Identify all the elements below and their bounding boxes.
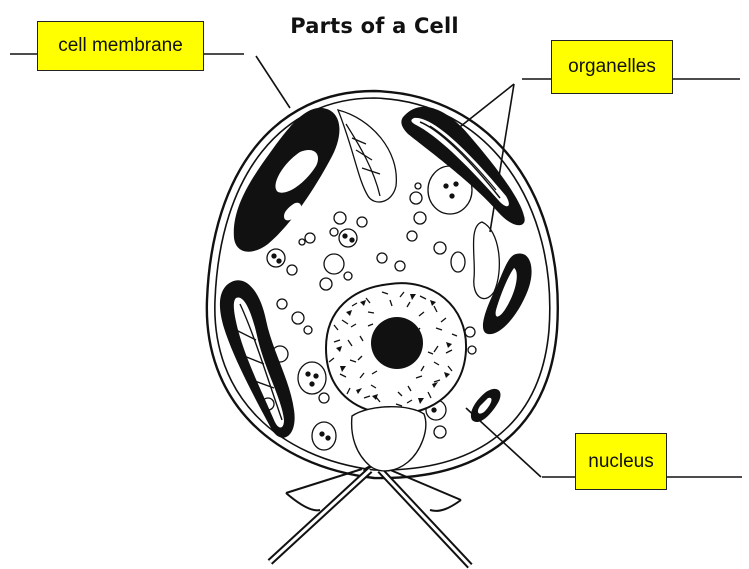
membrane-pointer (256, 56, 290, 108)
vacuole-bottom (352, 407, 426, 471)
chloroplast-left (220, 280, 295, 437)
cell-stalk (270, 466, 470, 566)
nucleolus (371, 317, 423, 369)
cell-membrane-label: cell membrane (37, 21, 204, 71)
nucleus-label: nucleus (575, 433, 667, 490)
organelles-label: organelles (551, 40, 673, 94)
chloroplast-lower-right (471, 389, 501, 422)
organelles-pointer-1 (456, 84, 514, 130)
nucleus-shape (326, 283, 466, 414)
mitochondrion-top-left (234, 108, 340, 252)
chloroplast-right (483, 253, 532, 334)
golgi-leaf (338, 110, 396, 202)
vacuole-right (474, 222, 500, 299)
